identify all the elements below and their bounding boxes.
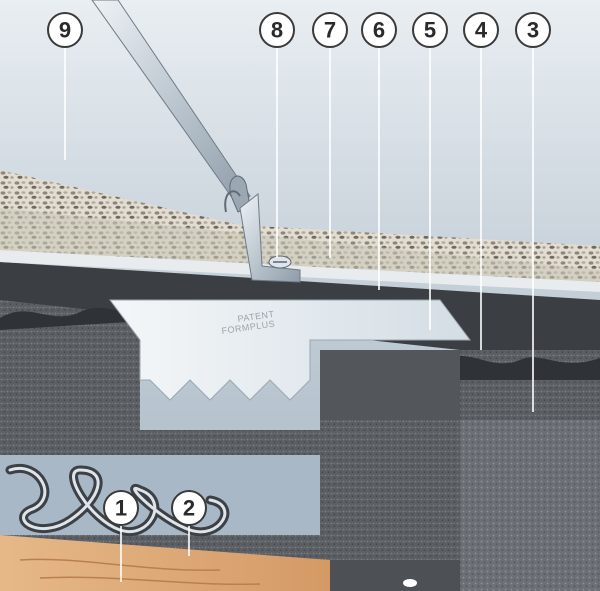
heating-pipes [0,455,320,537]
callout-6: 6 [361,12,397,48]
callout-8-label: 8 [271,18,283,43]
callout-2-label: 2 [183,496,195,521]
gravel-underlayer [0,208,600,282]
callout-1: 1 [103,490,139,526]
callout-1-label: 1 [115,496,127,521]
metal-flashing-profile [91,0,251,213]
toothed-plate [109,299,471,401]
leader-lines [64,48,534,582]
deck-fastener [403,579,417,587]
callout-3-label: 3 [527,18,539,43]
callout-3: 3 [515,12,551,48]
callout-7-label: 7 [324,18,336,43]
callout-5-label: 5 [424,18,436,43]
callout-8: 8 [259,12,295,48]
callout-4: 4 [463,12,499,48]
callout-6-label: 6 [373,18,385,43]
insulation-step [320,350,460,420]
callout-9: 9 [47,12,83,48]
fixing-bracket [239,193,301,283]
callout-2: 2 [171,490,207,526]
insulation-face [320,420,460,591]
deck-edge [330,560,460,591]
callout-7: 7 [312,12,348,48]
insulation-board-front [460,420,600,591]
callout-4-label: 4 [475,18,488,43]
callout-5: 5 [412,12,448,48]
callout-9-label: 9 [59,18,71,43]
